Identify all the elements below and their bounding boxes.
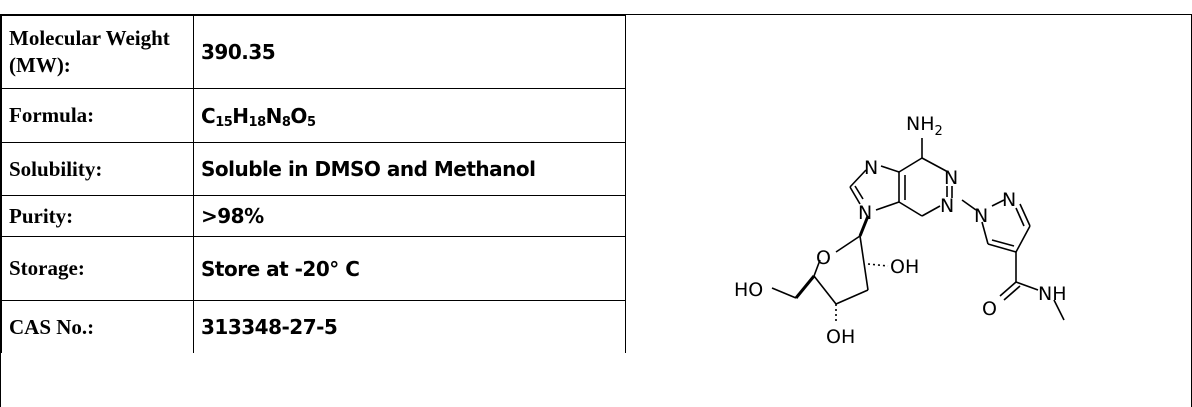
- atom-n3: N: [940, 195, 954, 217]
- table-row: Formula: C15H18N8O5: [1, 88, 626, 143]
- table-row: Solubility: Soluble in DMSO and Methanol: [1, 142, 626, 196]
- atom-amide-nh: NH: [1038, 283, 1067, 305]
- formula-element: H: [232, 103, 249, 128]
- atom-nh2: NH2: [906, 113, 943, 139]
- value-molecular-weight: 390.35: [193, 15, 626, 89]
- atom-n7: N: [864, 157, 878, 179]
- value-formula: C15H18N8O5: [193, 88, 626, 143]
- label-cas-no: CAS No.:: [1, 300, 194, 353]
- atom-n9: N: [858, 202, 872, 224]
- formula-element: C: [201, 103, 216, 128]
- label-molecular-weight: Molecular Weight (MW):: [1, 15, 194, 89]
- formula-subscript: 5: [306, 114, 316, 130]
- value-cas-no: 313348-27-5: [193, 300, 626, 353]
- structure-atom-labels: NH2 N N N N N N O OH OH HO O NH: [734, 113, 1067, 348]
- atom-oh-bottom: OH: [826, 326, 855, 348]
- chemical-structure-diagram: NH2 N N N N N N O OH OH HO O NH: [734, 113, 1067, 348]
- table-row: Purity: >98%: [1, 195, 626, 237]
- properties-table: Molecular Weight (MW): 390.35 Formula: C…: [1, 15, 626, 353]
- formula-element: N: [265, 103, 283, 128]
- label-solubility: Solubility:: [1, 142, 194, 196]
- label-formula: Formula:: [1, 88, 194, 143]
- formula-subscript: 15: [215, 114, 233, 130]
- value-storage: Store at -20° C: [193, 236, 626, 301]
- value-solubility: Soluble in DMSO and Methanol: [193, 142, 626, 196]
- atom-oh-right: OH: [890, 256, 919, 278]
- value-purity: >98%: [193, 195, 626, 237]
- atom-amide-oxygen: O: [982, 298, 997, 320]
- atom-ring-oxygen: O: [816, 247, 831, 269]
- atom-pyrazole-n1: N: [974, 205, 988, 227]
- label-purity: Purity:: [1, 195, 194, 237]
- formula-subscript: 18: [248, 114, 267, 130]
- structure-bonds: [771, 138, 1065, 324]
- table-row: Storage: Store at -20° C: [1, 236, 626, 301]
- formula-text: C15H18N8O5: [201, 103, 316, 130]
- formula-element: O: [290, 103, 307, 128]
- formula-subscript: 8: [281, 114, 291, 130]
- label-storage: Storage:: [1, 236, 194, 301]
- table-row: CAS No.: 313348-27-5: [1, 300, 626, 353]
- table-row: Molecular Weight (MW): 390.35: [1, 15, 626, 89]
- atom-ho-left: HO: [734, 279, 763, 301]
- atom-pyrazole-n2: N: [1002, 189, 1016, 211]
- atom-n1: N: [944, 167, 958, 189]
